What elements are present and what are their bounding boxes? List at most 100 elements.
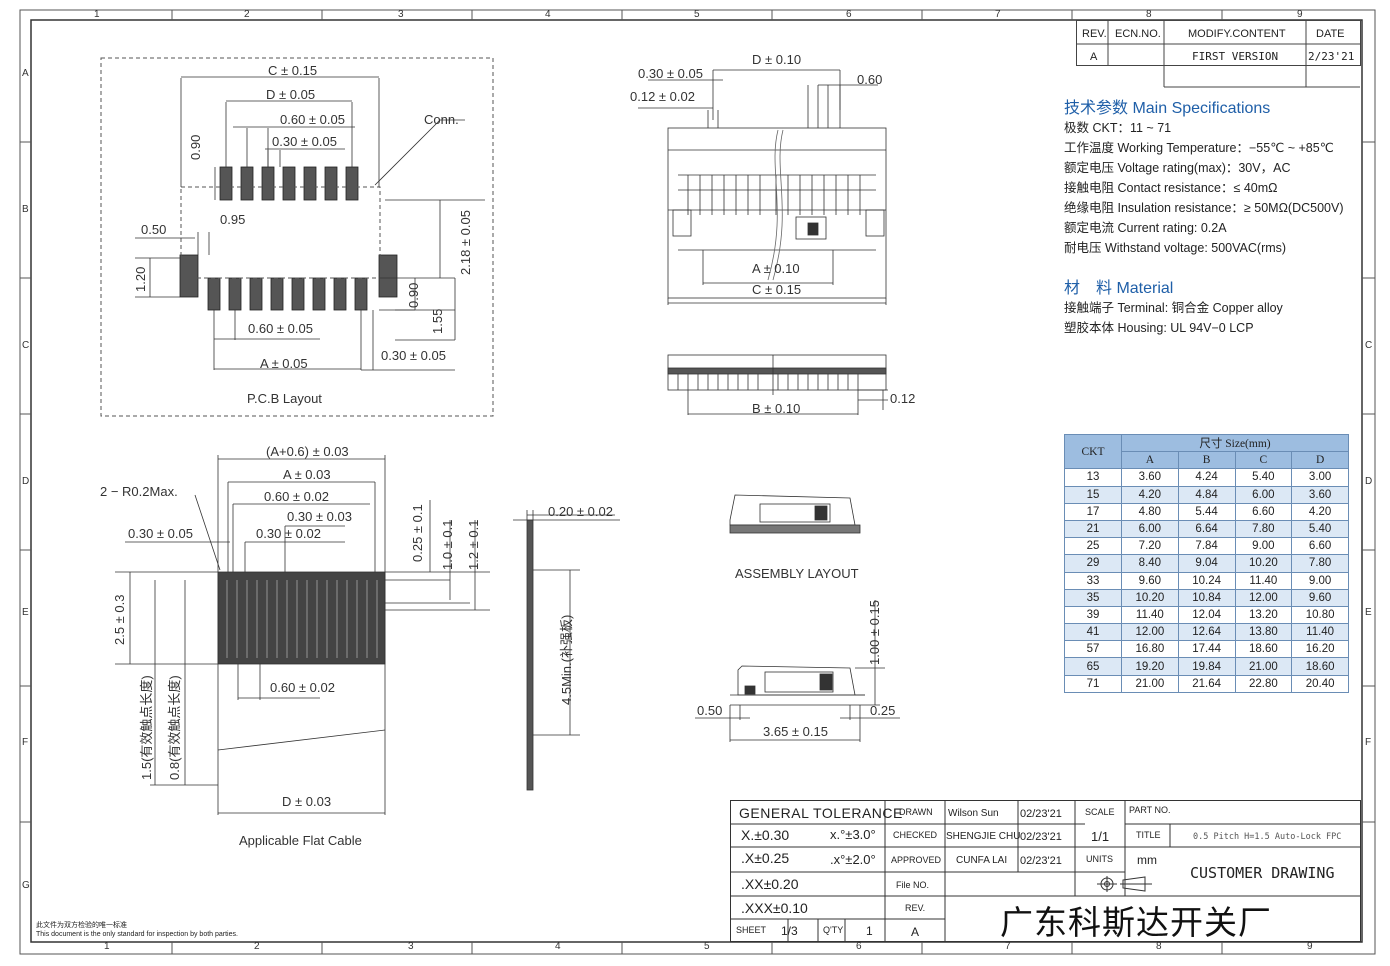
tol-3x: .XXX±0.10	[741, 900, 808, 916]
size-cell: 16.80	[1121, 640, 1179, 659]
drawn-name: Wilson Sun	[948, 808, 999, 819]
pcb-dim-pitch: 0.60 ± 0.05	[280, 112, 345, 127]
cable-dim-a: A ± 0.03	[283, 467, 331, 482]
tol-angle-1: x.°±3.0°	[830, 827, 876, 842]
tol-angle-2: .x°±2.0°	[830, 852, 876, 867]
cable-dim-08: 0.8(有效触点长度)	[167, 675, 182, 780]
revision-table	[1076, 20, 1361, 88]
col-label: 5	[694, 9, 700, 20]
size-cell: 7.80	[1291, 554, 1349, 573]
col-label: 9	[1307, 941, 1313, 952]
footer-note-en: This document is the only standard for i…	[36, 931, 238, 938]
tol-2x: .XX±0.20	[741, 876, 799, 892]
assembly-dim-100: 1.00 ± 0.15	[867, 600, 882, 665]
col-label: 6	[856, 941, 862, 952]
pcb-dim-095: 0.95	[220, 212, 246, 227]
col-label: 4	[545, 9, 551, 20]
spec-line: 绝缘电阻 Insulation resistance：≥ 50MΩ(DC500V…	[1064, 201, 1344, 215]
spec-line: 接触电阻 Contact resistance：≤ 40mΩ	[1064, 181, 1278, 195]
modify-value: FIRST VERSION	[1192, 50, 1279, 63]
size-cell: 5.40	[1291, 519, 1349, 539]
size-cell: 5.40	[1234, 468, 1293, 487]
drawn-date: 02/23'21	[1020, 808, 1062, 820]
spec-line: 极数 CKT：11 ~ 71	[1064, 121, 1172, 135]
file-label: File NO.	[896, 880, 930, 890]
size-cell: 13.80	[1234, 623, 1293, 642]
size-cell: 6.60	[1234, 502, 1293, 521]
size-cell: 16.20	[1291, 640, 1349, 659]
assembly-caption: ASSEMBLY LAYOUT	[735, 566, 859, 581]
footer-note-cn: 此文件为双方检验的唯一标准	[36, 922, 127, 929]
tol-1x: .X±0.25	[741, 850, 790, 866]
size-cell: 12.04	[1177, 605, 1236, 625]
part-label: PART NO.	[1129, 805, 1171, 815]
col-label: 2	[254, 941, 260, 952]
row-label: A	[22, 68, 29, 79]
size-cell: 10.24	[1177, 571, 1236, 590]
size-cell: 9.00	[1291, 571, 1349, 590]
ckt-cell: 41	[1064, 623, 1122, 642]
size-cell: 11.40	[1234, 571, 1293, 590]
ckt-cell: 13	[1064, 468, 1122, 487]
size-cell: 8.40	[1121, 554, 1179, 573]
customer-drawing: CUSTOMER DRAWING	[1190, 864, 1335, 882]
size-cell: 11.40	[1121, 605, 1179, 625]
qty-label: Q'TY	[823, 925, 844, 935]
cable-dim-d: D ± 0.03	[282, 794, 332, 809]
cable-dim-030a: 0.30 ± 0.03	[287, 509, 352, 524]
col-label: 7	[1005, 941, 1011, 952]
row-label: C	[22, 340, 30, 351]
material-line: 接触端子 Terminal: 铜合金 Copper alloy	[1064, 301, 1283, 315]
row-label: F	[22, 737, 29, 748]
size-cell: 10.20	[1234, 554, 1293, 573]
size-cell: 9.04	[1177, 554, 1236, 573]
pcb-dim-050: 0.50	[141, 222, 167, 237]
pcb-caption: P.C.B Layout	[247, 391, 322, 406]
size-cell: 6.00	[1121, 519, 1179, 539]
size-cell: 18.60	[1234, 640, 1293, 659]
size-cell: 10.84	[1177, 588, 1236, 607]
size-cell: 21.00	[1234, 657, 1293, 676]
approved-date: 02/23'21	[1020, 855, 1062, 867]
assembly-dim-050: 0.50	[697, 703, 723, 718]
ecn-header: ECN.NO.	[1115, 28, 1161, 40]
cable-dim-060: 0.60 ± 0.02	[264, 489, 329, 504]
tol-x: X.±0.30	[741, 827, 790, 843]
ckt-cell: 65	[1064, 657, 1122, 676]
top-dim-012: 0.12 ± 0.02	[630, 89, 695, 104]
checked-name: SHENGJIE CHU	[946, 831, 1021, 842]
top-dim-d: D ± 0.10	[752, 52, 802, 67]
assembly-dim-025: 0.25	[870, 703, 896, 718]
ckt-cell: 17	[1064, 502, 1122, 521]
size-cell: 10.80	[1291, 605, 1349, 625]
sheet-value: 1/3	[781, 924, 798, 938]
cable-dim-030b: 0.30 ± 0.05	[128, 526, 193, 541]
top-dim-060: 0.60	[857, 72, 883, 87]
pcb-dim-218: 2.18 ± 0.05	[458, 210, 473, 275]
assembly-dim-365: 3.65 ± 0.15	[763, 724, 828, 739]
size-cell: 12.00	[1234, 588, 1293, 607]
size-cell: 3.60	[1121, 468, 1179, 487]
col-label: 3	[408, 941, 414, 952]
size-cell: 11.40	[1291, 623, 1349, 642]
ckt-cell: 25	[1064, 537, 1122, 556]
scale-label: SCALE	[1085, 807, 1115, 817]
pcb-dim-090b: 0.90	[406, 282, 421, 308]
side-dim-b: B ± 0.10	[752, 401, 801, 416]
pcb-conn-label: Conn.	[424, 112, 459, 127]
pcb-dim-030b: 0.30 ± 0.05	[381, 348, 446, 363]
size-cell: 6.00	[1234, 485, 1293, 504]
rev-label: REV.	[905, 903, 926, 913]
col-label: 8	[1156, 941, 1162, 952]
general-tolerance: GENERAL TOLERANCE	[739, 805, 903, 821]
pcb-layout-drawing	[100, 57, 494, 417]
cable-dim-030c: 0.30 ± 0.02	[256, 526, 321, 541]
scale-value: 1/1	[1091, 829, 1110, 844]
